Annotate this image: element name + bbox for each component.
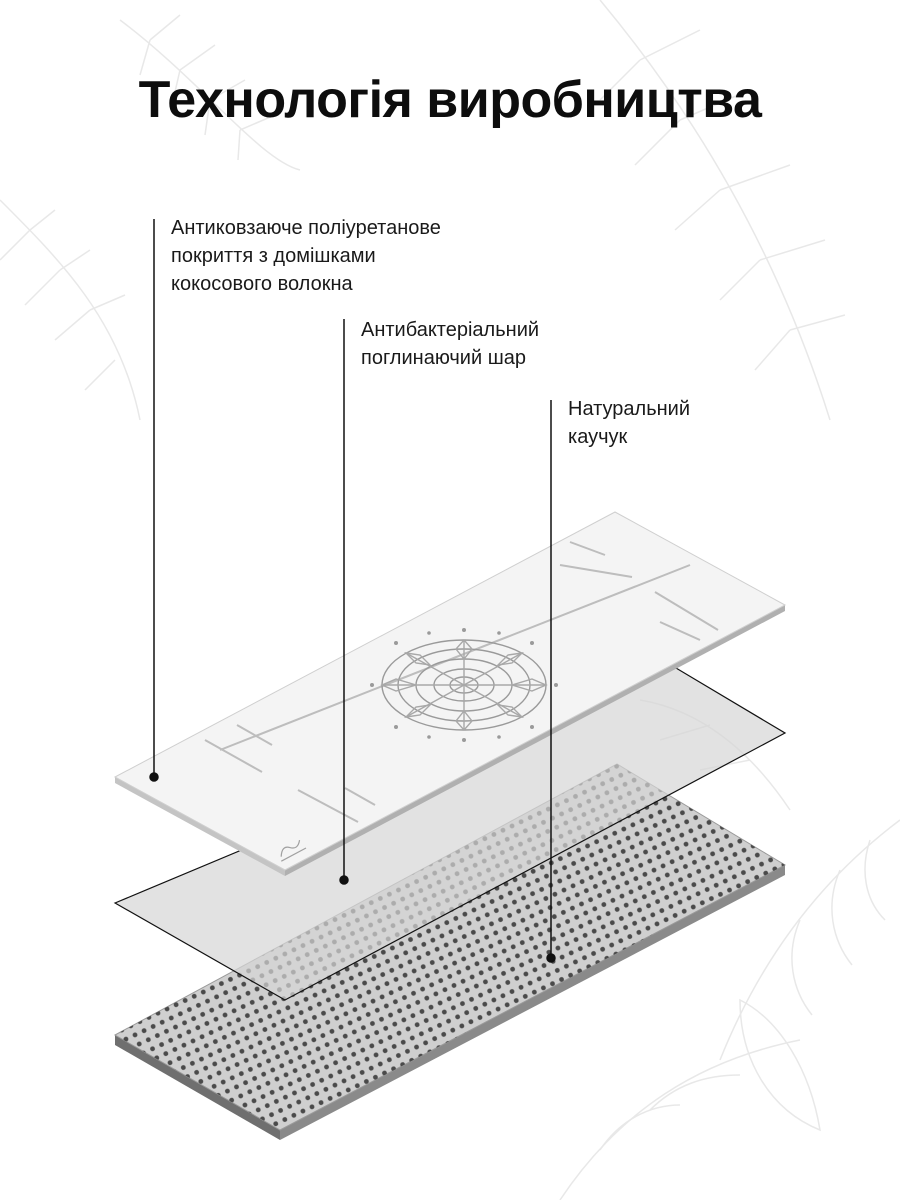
leader-dot-middle [339, 875, 349, 885]
callout-line: Антибактеріальний [361, 319, 540, 341]
top-mat [113, 511, 787, 876]
mandala-icon [370, 628, 558, 742]
callout-top-layer: Антиковзаюче поліуретанове покриття з до… [171, 214, 441, 298]
callout-middle-layer: Антибактеріальний поглинаючий шар [361, 316, 539, 372]
callout-line: Антиковзаюче поліуретанове [171, 217, 441, 239]
page-title: Технологія виробництва [138, 71, 762, 129]
callout-leaders [149, 219, 556, 963]
callout-line: покриття з домішками [171, 245, 376, 267]
leader-dot-bottom [546, 953, 556, 963]
callout-bottom-layer: Натуральний каучук [568, 395, 690, 451]
callout-line: каучук [568, 426, 628, 448]
callout-line: Натуральний [568, 398, 691, 420]
leader-dot-top [149, 772, 159, 782]
callout-line: кокосового волокна [171, 273, 353, 295]
logo-mark-icon [280, 840, 307, 862]
callout-line: поглинаючий шар [361, 347, 526, 369]
rubber-layer [113, 763, 787, 1140]
